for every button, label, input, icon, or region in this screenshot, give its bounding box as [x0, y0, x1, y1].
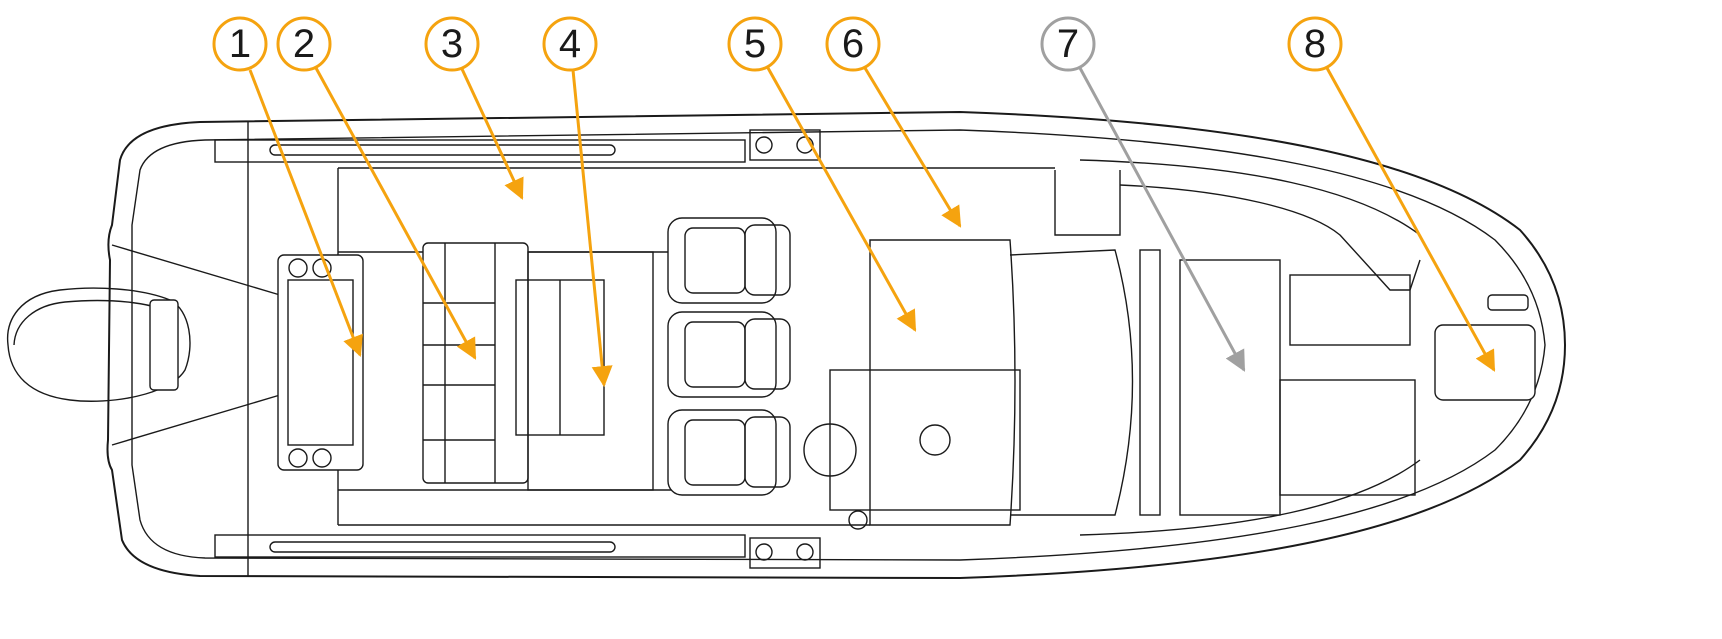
callout-1: 1	[212, 16, 363, 357]
callout-label: 7	[1057, 22, 1079, 66]
callout-label: 8	[1304, 22, 1326, 66]
callout-7: 7	[1040, 16, 1246, 372]
outboard-motor	[6, 287, 191, 402]
callout-label: 3	[441, 22, 463, 66]
callout-6: 6	[825, 16, 962, 228]
callout-3: 3	[424, 16, 524, 200]
callout-5: 5	[727, 16, 917, 332]
stern-box	[277, 254, 364, 471]
rear-bench	[422, 242, 654, 491]
callout-2: 2	[276, 16, 477, 360]
callout-8: 8	[1287, 16, 1496, 372]
console	[803, 239, 1134, 530]
callout-label: 4	[559, 22, 581, 66]
helm-seats	[667, 217, 791, 496]
callout-label: 6	[842, 22, 864, 66]
callout-label: 5	[744, 22, 766, 66]
callout-label: 1	[229, 22, 251, 66]
callout-label: 2	[293, 22, 315, 66]
callout-4: 4	[542, 16, 613, 388]
